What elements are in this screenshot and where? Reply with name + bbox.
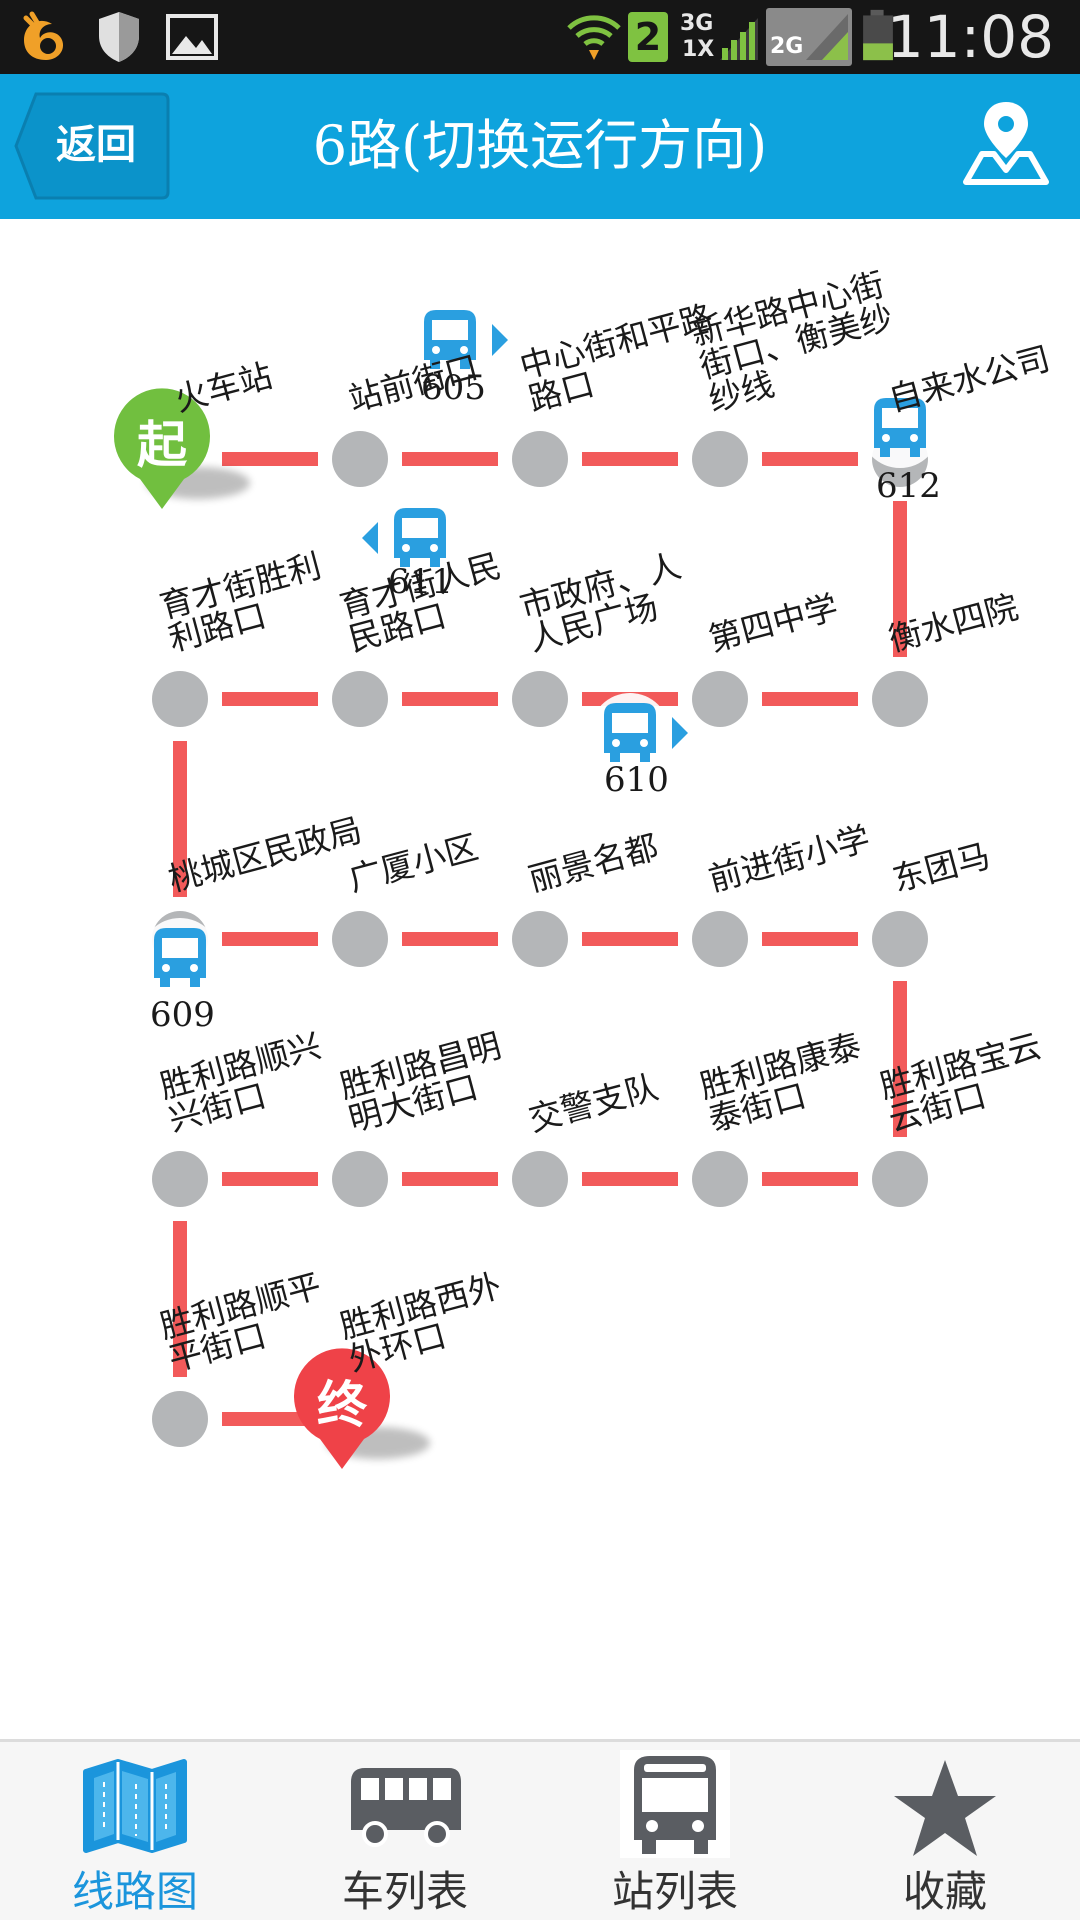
route-segment (582, 1172, 678, 1186)
tab-label: 线路图 (71, 1867, 198, 1916)
route-segment (762, 932, 858, 946)
route-segment (402, 932, 498, 946)
battery-icon (863, 9, 893, 61)
network-3g-label: 3G (680, 11, 714, 36)
status-bar: 2 3G 1X 2G 11:08 (0, 0, 1080, 74)
route-segment (222, 452, 318, 466)
map-icon (83, 1759, 187, 1853)
network-1x-label: 1X (682, 37, 715, 62)
route-segment (222, 1172, 318, 1186)
uc-browser-icon (23, 11, 64, 60)
page-title[interactable]: 6路(切换运行方向) (312, 114, 768, 177)
bus-side-icon (351, 1768, 461, 1847)
route-segment (402, 1172, 498, 1186)
sim-slot-badge: 2 (628, 12, 668, 62)
end-marker-label: 终 (317, 1376, 367, 1434)
stop-dot (152, 671, 208, 727)
route-segment (582, 932, 678, 946)
stop-dot (512, 1151, 568, 1207)
bus-number[interactable]: 605 (421, 368, 486, 408)
route-segment (762, 452, 858, 466)
route-segment (173, 1221, 187, 1377)
stop-dot (692, 671, 748, 727)
stop-dot (872, 671, 928, 727)
start-marker (114, 388, 250, 509)
bus-marker (140, 918, 220, 998)
route-buses (140, 300, 940, 998)
clock: 11:08 (886, 3, 1054, 71)
stop-dot (872, 911, 928, 967)
stop-dot (692, 1151, 748, 1207)
wifi-icon (567, 15, 621, 60)
star-icon (894, 1760, 996, 1856)
route-segment (762, 1172, 858, 1186)
stop-dot (872, 1151, 928, 1207)
bottom-tab-bar: 线路图 车列表 站列表 收藏 (0, 1739, 1080, 1920)
route-markers (114, 388, 430, 1469)
tab-favorites[interactable]: 收藏 (810, 1742, 1080, 1920)
map-pin-icon[interactable] (958, 96, 1054, 196)
route-segments (173, 452, 907, 1426)
stop-dot (512, 431, 568, 487)
image-icon (166, 14, 218, 60)
stop-dot (512, 671, 568, 727)
bus-number[interactable]: 609 (150, 995, 215, 1035)
stop-dot (332, 1151, 388, 1207)
tab-label: 站列表 (611, 1867, 738, 1916)
route-segment (222, 932, 318, 946)
start-marker-label: 起 (137, 416, 187, 474)
end-marker (294, 1348, 430, 1469)
route-segment (582, 452, 678, 466)
back-button[interactable]: 返回 (12, 90, 172, 202)
tab-label: 收藏 (902, 1867, 987, 1916)
shield-icon (99, 12, 139, 62)
tab-label: 车列表 (341, 1867, 468, 1916)
bus-number[interactable]: 612 (876, 466, 941, 506)
route-segment (222, 1412, 318, 1426)
stop-dot (152, 1151, 208, 1207)
back-arrow-shape (14, 92, 170, 200)
stop-dot (692, 911, 748, 967)
stop-dot (332, 671, 388, 727)
route-segment (893, 501, 907, 657)
stop-dot (332, 911, 388, 967)
route-segment (402, 692, 498, 706)
tab-stop-list[interactable]: 站列表 (540, 1742, 810, 1920)
bus-number[interactable]: 610 (604, 760, 669, 800)
tab-route-map[interactable]: 线路图 (0, 1742, 270, 1920)
route-segment (222, 692, 318, 706)
stop-dot (152, 1391, 208, 1447)
bus-number[interactable]: 611 (388, 562, 453, 602)
stop-dot (692, 431, 748, 487)
route-segment (402, 452, 498, 466)
route-map: 起终火车站站前街口中心街和平路路口新华路中心街街口、衡美纱纱线自来水公司衡水四院… (0, 219, 1080, 1739)
header-bar: 返回 6路(切换运行方向) (0, 74, 1080, 219)
route-segment (893, 981, 907, 1137)
bus-marker (860, 388, 940, 468)
bus-marker (410, 300, 508, 380)
network-2g-box: 2G (766, 8, 852, 66)
stop-dot (512, 911, 568, 967)
stop-dot (332, 431, 388, 487)
route-segment (762, 692, 858, 706)
bus-marker (590, 693, 688, 773)
tab-bus-list[interactable]: 车列表 (270, 1742, 540, 1920)
route-diagram (114, 300, 940, 1469)
signal-icon (720, 18, 758, 60)
bus-front-icon (620, 1750, 730, 1858)
bus-marker (362, 498, 460, 578)
route-segment (173, 741, 187, 897)
back-label: 返回 (56, 122, 136, 168)
